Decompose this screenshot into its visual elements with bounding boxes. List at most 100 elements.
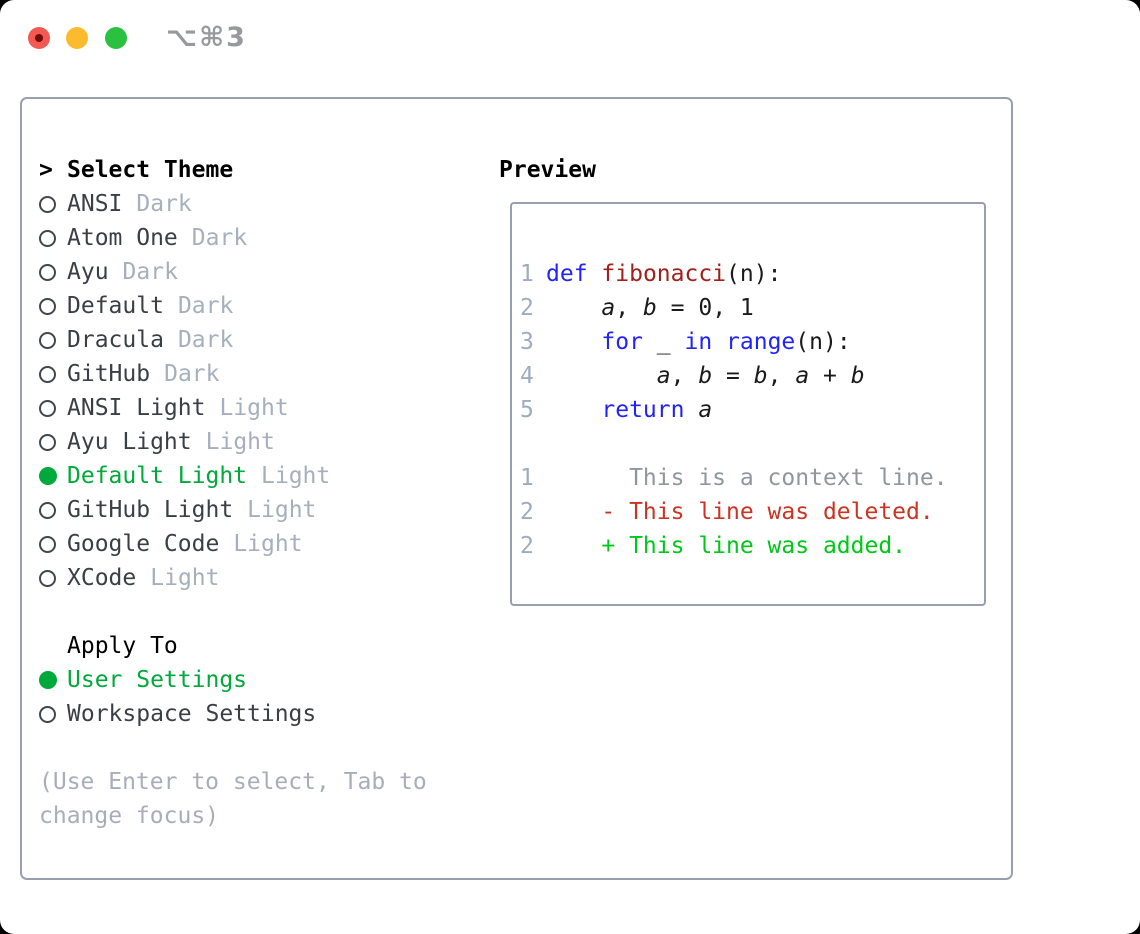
token-var: b xyxy=(850,363,865,389)
theme-option[interactable]: Ayu Dark xyxy=(39,255,479,289)
line-number: 1 xyxy=(520,261,534,287)
theme-variant: Light xyxy=(150,565,220,591)
radio-selected-icon xyxy=(39,671,57,689)
theme-name: Ayu xyxy=(67,259,109,285)
token-ctx: This is a context line. xyxy=(546,465,948,491)
radio-icon xyxy=(39,535,56,553)
code-line: 4 a, b = b, a + b xyxy=(520,359,978,393)
radio-selected-icon xyxy=(39,467,57,485)
select-theme-title: Select Theme xyxy=(67,157,234,183)
token-plain xyxy=(546,295,601,321)
theme-option[interactable]: GitHub Light Light xyxy=(39,493,479,527)
line-content: return a xyxy=(546,397,712,423)
theme-name: Default Light xyxy=(67,463,248,489)
code-line: 2 + This line was added. xyxy=(520,529,978,563)
radio-icon xyxy=(39,433,56,451)
theme-name: Atom One xyxy=(67,225,178,251)
theme-variant: Light xyxy=(219,395,289,421)
theme-variant: Light xyxy=(261,463,331,489)
line-content: for _ in range(n): xyxy=(546,329,851,355)
line-number: 4 xyxy=(520,363,534,389)
token-plain: _ xyxy=(642,329,685,355)
theme-variant: Dark xyxy=(191,225,248,251)
theme-option[interactable]: Default Light Light xyxy=(39,459,479,493)
token-fn: fibonacci xyxy=(601,261,727,287)
radio-marker xyxy=(39,229,67,247)
close-button[interactable] xyxy=(28,27,50,49)
theme-option[interactable]: ANSI Dark xyxy=(39,187,479,221)
token-var: b xyxy=(753,363,768,389)
token-plain: = xyxy=(712,363,754,389)
line-content: + This line was added. xyxy=(546,533,906,559)
theme-variant: Dark xyxy=(136,191,192,217)
token-kw: for xyxy=(601,329,643,355)
apply-option-label: Workspace Settings xyxy=(67,701,317,727)
theme-name: GitHub xyxy=(67,361,151,387)
radio-icon xyxy=(39,399,56,417)
radio-icon xyxy=(39,365,56,383)
code-line: 1 This is a context line. xyxy=(520,461,978,495)
line-number: 2 xyxy=(520,499,534,525)
radio-marker xyxy=(39,331,67,349)
theme-option[interactable]: Atom One Dark xyxy=(39,221,479,255)
code-line xyxy=(520,563,978,597)
theme-option[interactable]: XCode Light xyxy=(39,561,479,595)
token-kw: def xyxy=(546,261,588,287)
token-plain xyxy=(546,329,601,355)
line-number: 1 xyxy=(520,465,534,491)
apply-to-title: Apply To xyxy=(67,633,178,659)
close-active-dot-icon xyxy=(35,34,43,42)
radio-marker xyxy=(39,501,67,519)
theme-variant: Dark xyxy=(122,259,178,285)
apply-option[interactable]: User Settings xyxy=(39,663,479,697)
theme-variant: Light xyxy=(247,497,317,523)
radio-marker xyxy=(39,467,67,485)
radio-icon xyxy=(39,501,56,519)
theme-name: GitHub Light xyxy=(67,497,234,523)
radio-icon xyxy=(39,331,56,349)
radio-marker xyxy=(39,535,67,553)
theme-variant: Dark xyxy=(177,327,234,353)
apply-option-label: User Settings xyxy=(67,667,248,693)
token-var: a xyxy=(656,363,671,389)
radio-icon xyxy=(39,569,56,587)
theme-name: XCode xyxy=(67,565,137,591)
radio-icon xyxy=(39,229,56,247)
token-plain: = 0, 1 xyxy=(656,295,754,321)
token-var: b xyxy=(698,363,713,389)
token-var: b xyxy=(642,295,657,321)
apply-option[interactable]: Workspace Settings xyxy=(39,697,479,731)
radio-icon xyxy=(39,195,56,213)
token-plain: (n): xyxy=(795,329,851,355)
line-number: 2 xyxy=(520,295,534,321)
token-kw: in xyxy=(684,329,713,355)
theme-name: ANSI xyxy=(67,191,123,217)
radio-icon xyxy=(39,263,56,281)
token-plain xyxy=(712,329,726,355)
token-var: a xyxy=(795,363,810,389)
line-number: 3 xyxy=(520,329,534,355)
apply-to-header: Apply To xyxy=(39,629,479,663)
radio-marker xyxy=(39,569,67,587)
line-content: a, b = b, a + b xyxy=(546,363,865,389)
token-plain xyxy=(588,261,602,287)
code-line: 2 a, b = 0, 1 xyxy=(520,291,978,325)
maximize-button[interactable] xyxy=(105,27,127,49)
minimize-button[interactable] xyxy=(66,27,88,49)
code-line: 3 for _ in range(n): xyxy=(520,325,978,359)
token-var: a xyxy=(601,295,616,321)
token-kw: return xyxy=(601,397,685,423)
token-plain: , xyxy=(767,363,796,389)
radio-icon xyxy=(39,297,56,315)
token-var: a xyxy=(698,397,713,423)
